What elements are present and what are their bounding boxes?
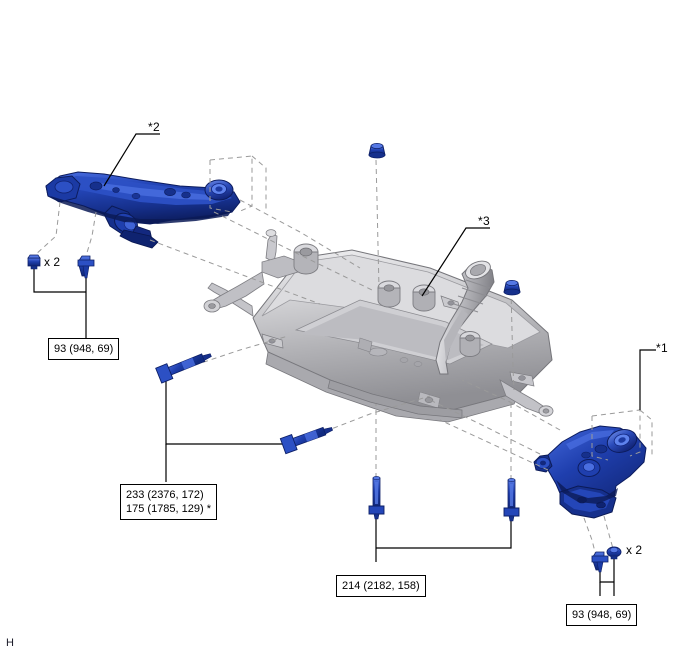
bolt-upper-left xyxy=(77,255,95,279)
assembly-projection-lines xyxy=(33,155,653,557)
torque-value-alt: 175 (1785, 129) * xyxy=(126,503,212,515)
torque-spec-box: 93 (948, 69) xyxy=(566,604,638,626)
nut-bottom-right xyxy=(606,546,622,560)
bolt-bottom-center-right xyxy=(503,478,520,522)
nut-upper-left xyxy=(27,254,41,270)
suspension-crossmember xyxy=(203,229,554,423)
crossmember-mount-boss xyxy=(459,331,481,357)
quantity-label-left: x 2 xyxy=(44,255,61,269)
crossmember-mount-boss xyxy=(293,243,319,275)
reference-label-2: *2 xyxy=(148,120,160,134)
reference-label-1: *1 xyxy=(656,341,668,355)
bolt-mid-left-upper xyxy=(155,353,212,384)
lower-control-arm-right xyxy=(533,425,647,519)
exhaust-front-pipe xyxy=(435,260,495,375)
crossmember-mount-boss xyxy=(377,280,401,308)
torque-spec-box: 93 (948, 69) xyxy=(48,338,120,360)
bolt-bottom-right xyxy=(591,551,609,573)
nut-top-right xyxy=(503,280,521,296)
torque-value: 93 (948, 69) xyxy=(54,343,114,355)
reference-label-3: *3 xyxy=(478,214,490,228)
page-mark: H xyxy=(6,637,14,649)
torque-value: 214 (2182, 158) xyxy=(342,580,420,592)
torque-spec-box: 233 (2376, 172) 175 (1785, 129) * xyxy=(120,484,218,520)
crossmember-mount-boss xyxy=(412,284,436,312)
callout-leader-lines xyxy=(33,133,656,596)
bolt-bottom-center-left xyxy=(368,476,385,520)
torque-value: 93 (948, 69) xyxy=(572,609,632,621)
bolt-mid-left-lower xyxy=(279,426,334,455)
torque-value: 233 (2376, 172) xyxy=(126,489,204,501)
lower-control-arm-left xyxy=(45,171,241,249)
quantity-label-right: x 2 xyxy=(626,543,643,557)
nut-top-center xyxy=(368,143,386,159)
torque-spec-box: 214 (2182, 158) xyxy=(336,575,426,597)
